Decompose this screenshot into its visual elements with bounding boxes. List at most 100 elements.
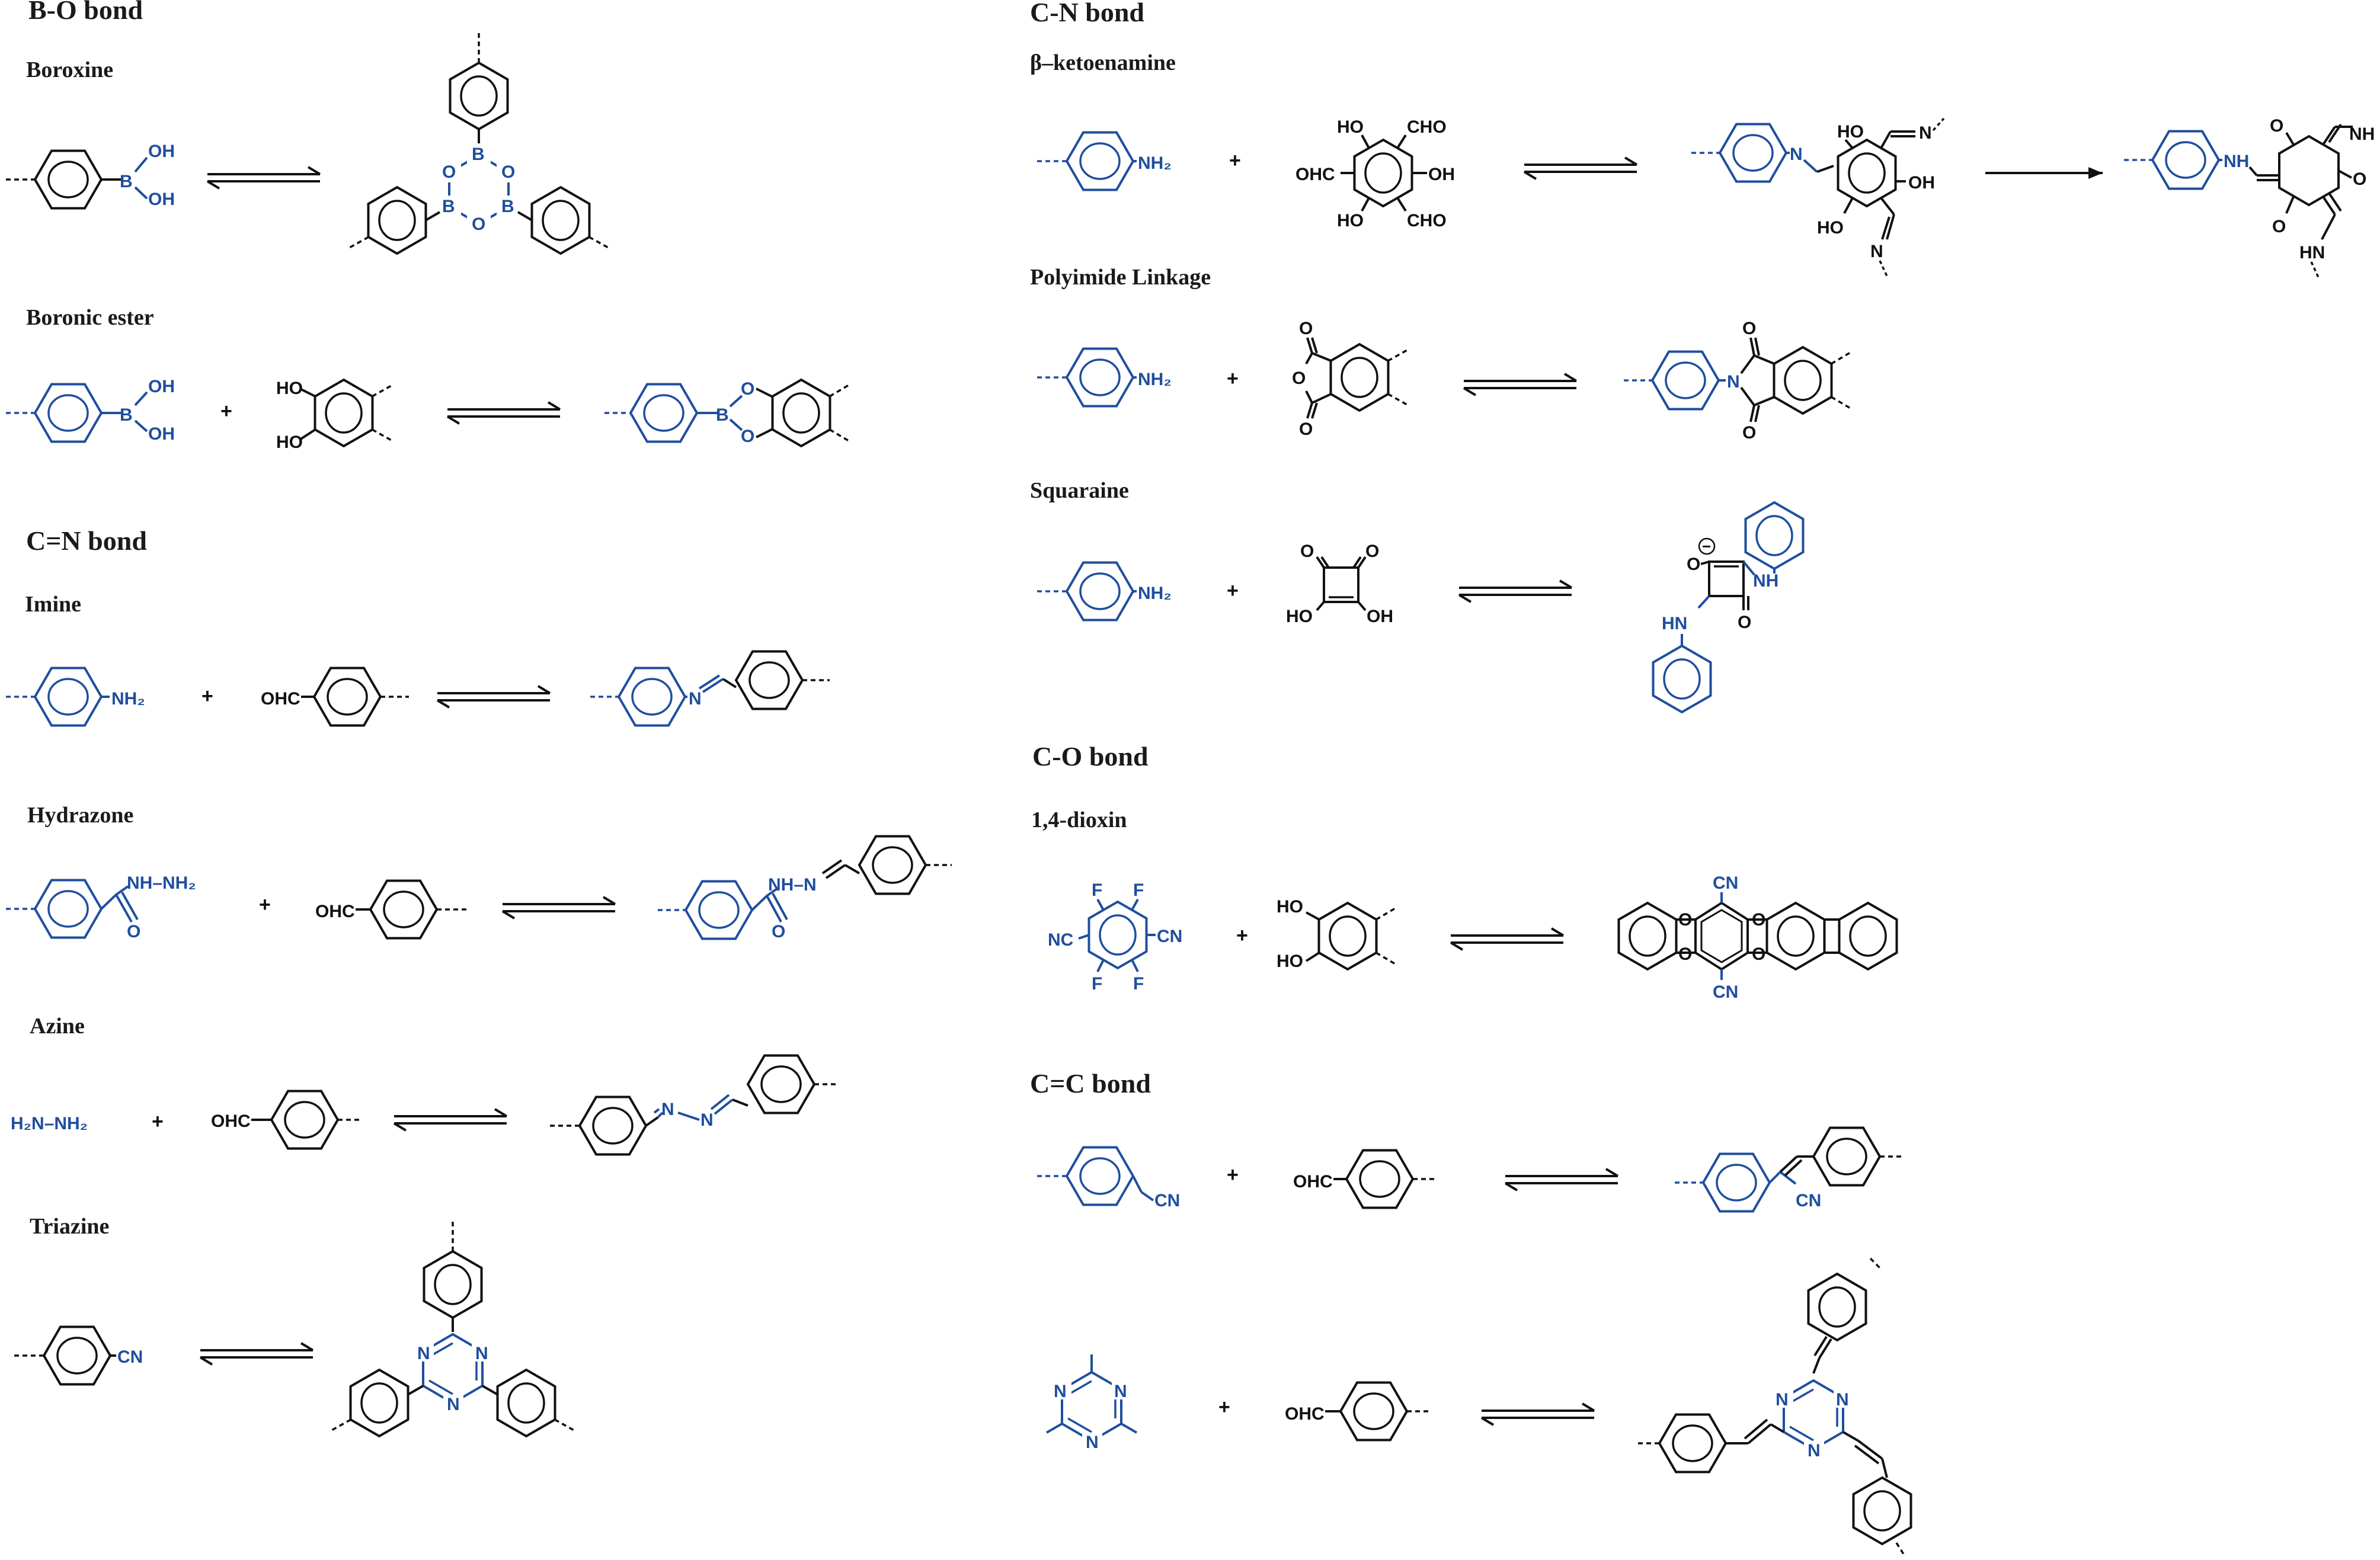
co-bond-header: C-O bond [1032, 741, 1149, 771]
dioxin-title: 1,4-dioxin [1031, 808, 1127, 832]
ketoenamine-equilibrium-arrow [1523, 156, 1638, 180]
svg-text:O: O [1752, 944, 1765, 964]
svg-text:N: N [447, 1395, 460, 1414]
hydrazone-aldehyde-reactant: OHC [315, 879, 468, 940]
polyimide-plus: + [1227, 367, 1239, 390]
svg-text:CN: CN [117, 1347, 143, 1367]
svg-text:O: O [127, 922, 140, 941]
svg-text:OH: OH [1908, 173, 1935, 193]
cn-double-bond-header: C=N bond [26, 526, 147, 556]
azine-equilibrium-arrow [393, 1108, 508, 1132]
svg-text:HO: HO [1286, 607, 1313, 626]
svg-text:N: N [1919, 123, 1932, 143]
svg-text:OH: OH [1428, 165, 1455, 184]
svg-text:CHO: CHO [1407, 211, 1447, 230]
svg-text:CN: CN [1713, 873, 1738, 893]
dioxin-plus: + [1236, 924, 1248, 947]
svg-text:CN: CN [1154, 1191, 1180, 1210]
svg-text:OHC: OHC [1295, 165, 1335, 184]
arylacetonitrile-reactant: CN [1037, 1146, 1180, 1210]
azine-plus: + [152, 1110, 164, 1133]
cyanovinylene-equilibrium-arrow [1504, 1168, 1619, 1191]
imine-aldehyde-reactant: OHC [261, 667, 409, 727]
svg-text:NH: NH [1753, 571, 1778, 591]
svg-text:NH: NH [2349, 124, 2375, 144]
svg-text:B: B [472, 145, 485, 164]
boroxine-equilibrium-arrow [206, 166, 321, 190]
svg-text:N: N [1086, 1433, 1099, 1452]
svg-text:N: N [1790, 145, 1803, 164]
svg-text:HO: HO [1337, 211, 1364, 230]
svg-text:O: O [1687, 555, 1700, 574]
svg-text:NH: NH [2224, 152, 2249, 171]
svg-text:OHC: OHC [1285, 1404, 1325, 1424]
svg-text:OH: OH [148, 142, 175, 161]
imine-product: N [590, 650, 830, 727]
svg-text:O: O [442, 162, 456, 182]
svg-text:HN: HN [1662, 614, 1687, 633]
boronic-ester-product: B O O [604, 379, 849, 447]
tetrafluoroterephthalonitrile-reactant: F F F F NC CN [1048, 880, 1182, 994]
svg-text:HN: HN [2299, 243, 2325, 262]
ketoenamine-plus: + [1229, 149, 1241, 172]
dioxin-equilibrium-arrow [1450, 927, 1565, 951]
svg-text:N: N [689, 689, 702, 709]
svg-text:N: N [1836, 1390, 1849, 1410]
polyimide-title: Polyimide Linkage [1030, 265, 1211, 290]
catechol-reactant: HO HO [276, 379, 393, 452]
boronic-ester-reactant: B OH OH [6, 377, 175, 444]
svg-text:O: O [1738, 613, 1751, 632]
triazine-product: N N N [329, 1222, 577, 1437]
svg-text:OH: OH [1367, 607, 1393, 626]
svg-text:F: F [1092, 974, 1102, 994]
svg-text:HO: HO [1337, 117, 1364, 137]
svg-text:CHO: CHO [1407, 117, 1447, 137]
svg-text:O: O [1292, 369, 1306, 388]
svg-text:O: O [1678, 944, 1692, 964]
triazine-nitrile-reactant: CN [14, 1325, 143, 1386]
svg-text:O: O [1742, 423, 1756, 443]
svg-text:N: N [475, 1344, 488, 1363]
imine-plus: + [201, 685, 213, 707]
polyimide-amine-reactant: NH₂ [1037, 347, 1172, 408]
svg-text:N: N [1808, 1441, 1821, 1460]
svg-text:OHC: OHC [315, 902, 355, 921]
svg-text:N: N [1727, 372, 1740, 392]
cyanovinylene-product: CN [1675, 1126, 1905, 1213]
triazine-equilibrium-arrow [199, 1342, 314, 1366]
cc-bond-header: C=C bond [1030, 1068, 1151, 1098]
svg-text:NC: NC [1048, 930, 1073, 950]
phthalic-anhydride-reactant: O O O [1292, 319, 1409, 439]
svg-text:NH₂: NH₂ [1138, 370, 1172, 389]
vinylene-aldehyde-reactant: OHC [1285, 1381, 1431, 1442]
svg-text:N: N [1114, 1382, 1127, 1401]
trimethyltriazine-reactant: N N N [1046, 1354, 1137, 1452]
svg-text:HO: HO [276, 379, 303, 398]
hydrazone-title: Hydrazone [27, 803, 133, 828]
svg-text:F: F [1092, 880, 1102, 900]
svg-text:O: O [772, 922, 785, 941]
svg-text:HO: HO [1837, 122, 1864, 142]
azine-hydrazine-reactant: H₂N–NH₂ [11, 1114, 88, 1133]
svg-text:O: O [1742, 319, 1756, 338]
svg-text:B: B [716, 405, 729, 425]
svg-text:B: B [120, 405, 133, 425]
svg-text:O: O [1365, 542, 1379, 561]
svg-text:N: N [700, 1110, 714, 1130]
svg-text:HO: HO [276, 433, 303, 452]
triazine-title: Triazine [30, 1214, 109, 1239]
svg-text:O: O [1299, 319, 1313, 338]
svg-text:N: N [1776, 1390, 1789, 1410]
cn-single-bond-header: C-N bond [1030, 0, 1144, 27]
svg-text:OH: OH [148, 377, 175, 396]
vinylene-product: N N N [1634, 1257, 1912, 1556]
cyanovinylene-aldehyde-reactant: OHC [1293, 1149, 1437, 1209]
polyimide-product: N O O [1624, 319, 1852, 443]
svg-text:O: O [2353, 169, 2366, 189]
svg-text:NH–N: NH–N [768, 875, 817, 895]
azine-product: N N [550, 1054, 836, 1156]
svg-text:O: O [1678, 910, 1692, 930]
squaraine-product: NH O − O HN [1652, 501, 1805, 713]
svg-text:NH₂: NH₂ [111, 689, 145, 709]
ketoenamine-product: NH O NH O O HN [2124, 116, 2375, 278]
